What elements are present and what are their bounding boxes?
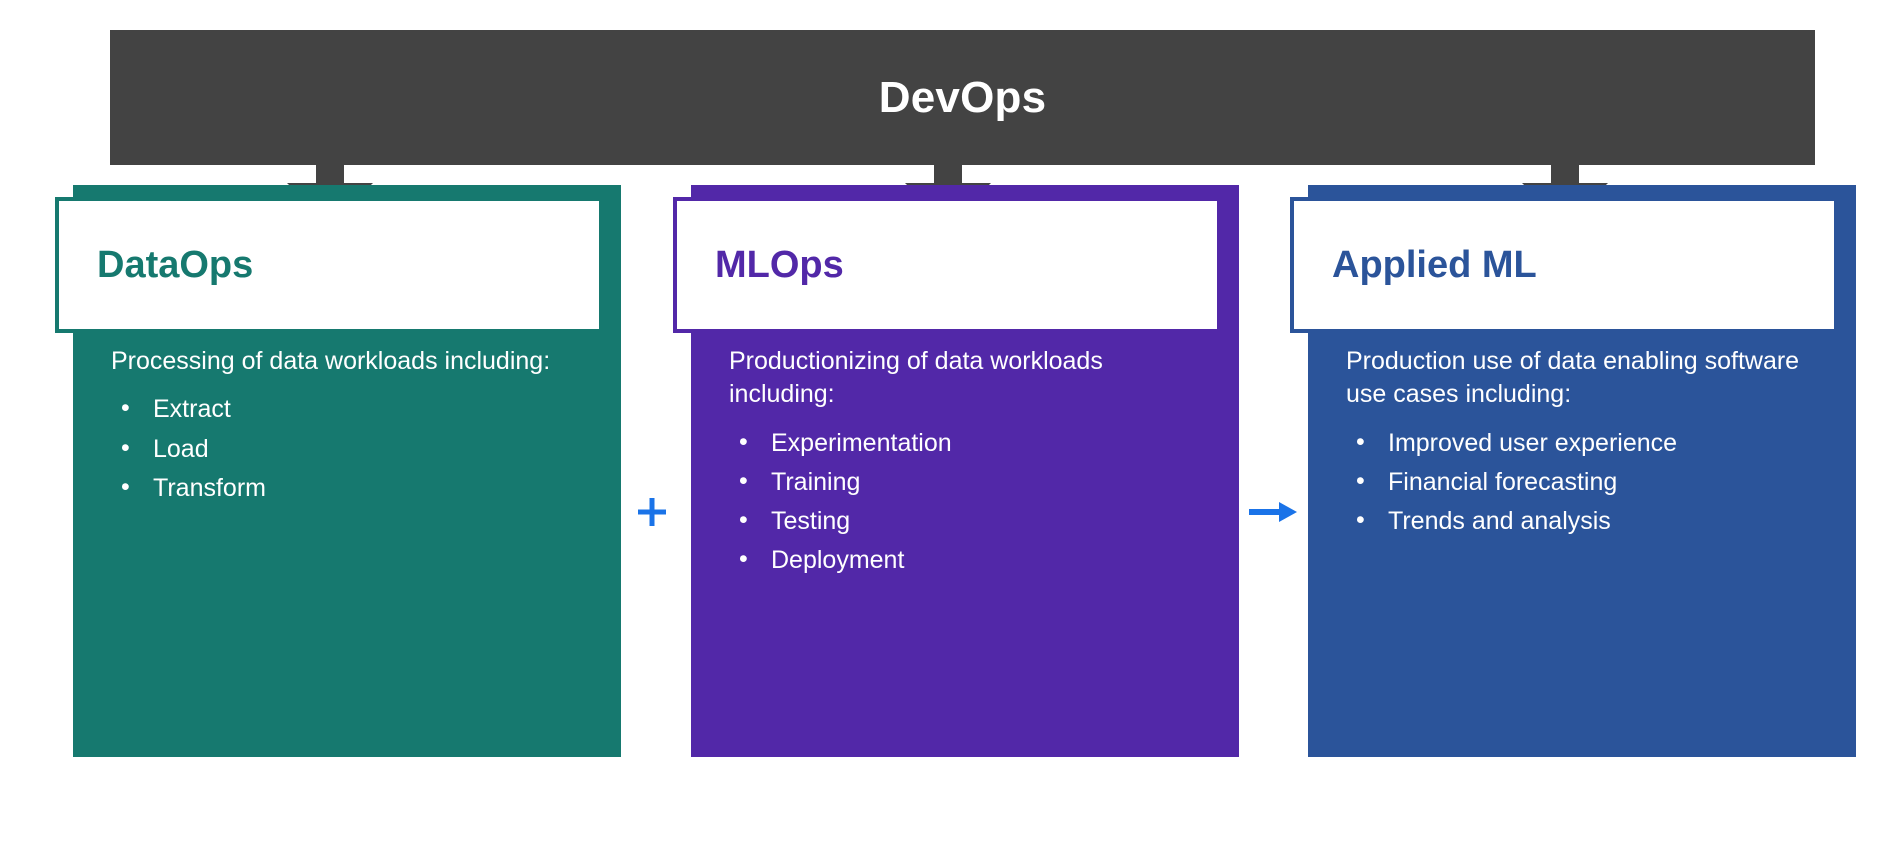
devops-bar: DevOps: [110, 30, 1815, 165]
list-item: Experimentation: [739, 422, 1239, 463]
arrow-shaft: [1551, 163, 1579, 185]
list-item: Testing: [739, 501, 1239, 541]
pillar-lead: Processing of data workloads including:: [111, 347, 551, 375]
arrow-right-icon: [1246, 492, 1302, 532]
pillar-list: Experimentation Training Testing Deploym…: [691, 422, 1239, 581]
pillar-title: Applied ML: [1332, 244, 1537, 286]
list-item: Trends and analysis: [1356, 501, 1856, 541]
pillar-content: Productionizing of data workloads includ…: [691, 345, 1239, 581]
plus-icon: [624, 492, 680, 532]
list-item: Improved user experience: [1356, 422, 1856, 463]
pillar-content: Production use of data enabling software…: [1308, 345, 1856, 541]
list-item: Training: [739, 462, 1239, 502]
devops-title: DevOps: [878, 72, 1047, 122]
list-item: Deployment: [739, 540, 1239, 580]
arrow-shaft: [316, 163, 344, 185]
pillar-lead: Productionizing of data workloads includ…: [729, 347, 1103, 409]
list-item: Load: [121, 428, 621, 469]
arrow-shaft: [934, 163, 962, 185]
pillar-list: Extract Load Transform: [73, 389, 621, 508]
pillar-header: DataOps: [55, 197, 603, 333]
pillar-title: DataOps: [97, 244, 254, 286]
pillar-content: Processing of data workloads including: …: [73, 345, 621, 508]
list-item: Extract: [121, 389, 621, 429]
pillar-lead: Production use of data enabling software…: [1346, 347, 1800, 409]
pillar-list: Improved user experience Financial forec…: [1308, 422, 1856, 542]
pillar-header: MLOps: [673, 197, 1221, 333]
list-item: Financial forecasting: [1356, 462, 1856, 502]
pillar-title: MLOps: [715, 244, 844, 286]
pillar-header: Applied ML: [1290, 197, 1838, 333]
list-item: Transform: [121, 468, 621, 508]
